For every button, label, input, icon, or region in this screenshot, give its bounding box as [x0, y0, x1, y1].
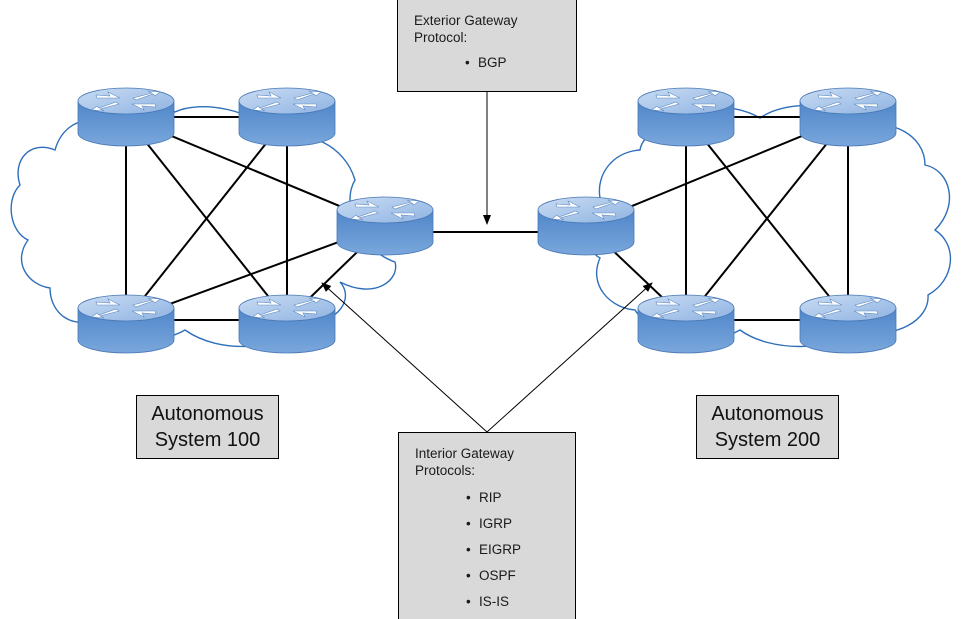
igp-item-igrp: IGRP — [415, 515, 575, 532]
link-r2-r3 — [125, 116, 288, 321]
egp-title-line1: Exterior Gateway — [414, 13, 518, 28]
igp-arrow-left — [321, 282, 488, 433]
as200-label: Autonomous System 200 — [696, 395, 839, 459]
router-as100-top-left — [77, 87, 175, 147]
igp-item-rip: RIP — [415, 489, 575, 506]
igp-protocol-list: RIP IGRP EIGRP OSPF IS-IS — [415, 489, 575, 610]
router-as200-border — [537, 196, 635, 256]
as200-line2: System 200 — [714, 429, 821, 451]
as100-line1: Autonomous — [151, 403, 264, 425]
as100-line2: System 100 — [154, 429, 261, 451]
router-as200-top-left — [637, 87, 735, 147]
router-as100-bottom-right — [238, 294, 336, 354]
router-as100-bottom-left — [77, 294, 175, 354]
router-as200-bottom-left — [637, 294, 735, 354]
router-as200-top-right — [799, 87, 897, 147]
link-r6-r7 — [685, 116, 849, 321]
egp-callout-box: Exterior Gateway Protocol: BGP — [397, 0, 577, 92]
router-as100-border — [336, 196, 434, 256]
router-as200-bottom-right — [799, 294, 897, 354]
egp-title-line2: Protocol: — [414, 30, 468, 45]
as100-label: Autonomous System 100 — [136, 395, 279, 459]
igp-title-line1: Interior Gateway — [415, 446, 515, 461]
igp-title-line2: Protocols: — [415, 463, 476, 478]
as200-line1: Autonomous — [711, 403, 824, 425]
igp-item-ospf: OSPF — [415, 567, 575, 584]
router-as100-top-right — [238, 87, 336, 147]
igp-item-eigrp: EIGRP — [415, 541, 575, 558]
egp-protocol-list: BGP — [414, 54, 576, 71]
egp-item-bgp: BGP — [414, 54, 576, 71]
igp-arrow-right — [486, 282, 653, 433]
igp-callout-box: Interior Gateway Protocols: RIP IGRP EIG… — [398, 432, 576, 619]
igp-item-isis: IS-IS — [415, 593, 575, 610]
autonomous-system-200-cloud — [584, 104, 951, 348]
